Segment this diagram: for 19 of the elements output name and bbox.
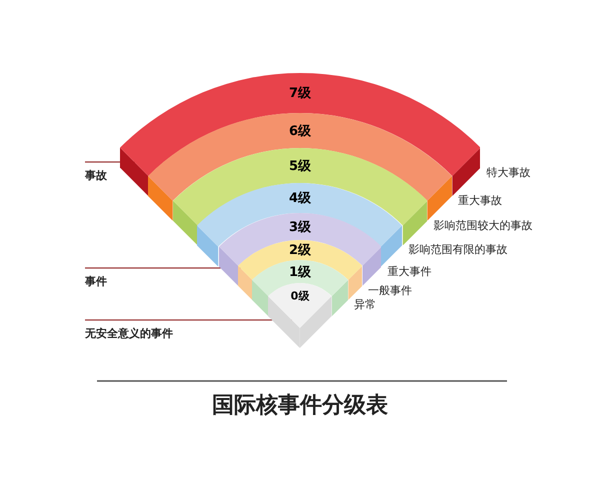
level-label: 6级 <box>288 122 311 140</box>
level-description: 重大事故 <box>458 192 502 208</box>
category-label: 事件 <box>85 274 107 289</box>
level-description: 影响范围较大的事故 <box>433 218 532 233</box>
level-label: 7级 <box>288 85 311 102</box>
title: 国际核事件分级表 <box>211 392 389 420</box>
level-label: 2级 <box>288 242 311 259</box>
level-description: 特大事故 <box>486 164 530 180</box>
level-description: 重大事件 <box>387 264 432 279</box>
category-label: 事故 <box>85 168 107 183</box>
level-label: 5级 <box>288 158 311 174</box>
level-label: 0级 <box>290 288 310 304</box>
level-label: 3级 <box>288 218 311 236</box>
level-label: 1级 <box>288 264 311 280</box>
level-description: 一般事件 <box>368 282 412 298</box>
level-label: 4级 <box>288 190 311 207</box>
level-description: 影响范围有限的事故 <box>408 242 508 258</box>
level-description: 异常 <box>354 296 376 312</box>
category-label: 无安全意义的事件 <box>85 326 173 341</box>
